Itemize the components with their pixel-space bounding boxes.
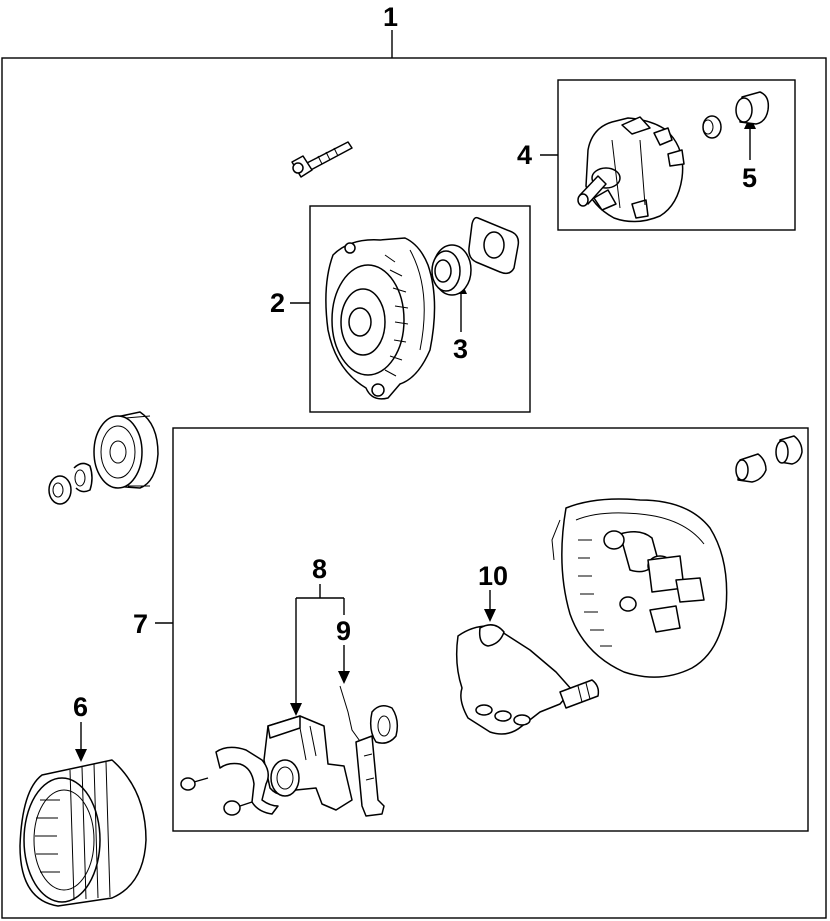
insulator-clip [215, 746, 279, 815]
pulley [93, 411, 159, 489]
rear-frame [551, 498, 728, 678]
rear-cover-10 [455, 624, 600, 735]
through-bolt [291, 141, 353, 178]
callout-8: 8 [312, 554, 327, 584]
callout-6: 6 [73, 692, 88, 722]
screw-2 [223, 800, 253, 816]
outer-frame-assembly-1 [1, 57, 827, 919]
drive-end-frame [325, 237, 436, 400]
arrow-9 [338, 671, 350, 684]
callout-9: 9 [336, 616, 351, 646]
callout-10: 10 [478, 561, 508, 591]
brush-holder-cap-5 [702, 91, 770, 139]
terminal-lead-9 [339, 685, 385, 817]
arrow-6 [75, 749, 87, 762]
callout-7: 7 [133, 609, 148, 639]
box-drive-end-frame [309, 205, 531, 413]
terminal-bushing-small [735, 453, 767, 483]
terminal-insulator-ring [369, 705, 399, 744]
callout-2: 2 [270, 288, 285, 318]
voltage-regulator-8 [263, 715, 353, 811]
rectifier-holder [577, 116, 685, 223]
screw-1 [180, 777, 209, 791]
pulley-nut [73, 462, 93, 493]
stator-6 [19, 759, 147, 907]
arrow-8 [290, 703, 302, 716]
bearing-retainer-plate [468, 216, 520, 275]
callout-4: 4 [517, 140, 532, 170]
callout-3: 3 [453, 334, 468, 364]
callout-1: 1 [383, 2, 398, 32]
arrow-10 [484, 609, 496, 622]
terminal-bushing-large [775, 435, 803, 465]
callout-5: 5 [742, 163, 757, 193]
bearing-3 [431, 244, 472, 296]
box-rear-frame-assembly [172, 427, 809, 832]
pulley-washer [48, 475, 72, 505]
